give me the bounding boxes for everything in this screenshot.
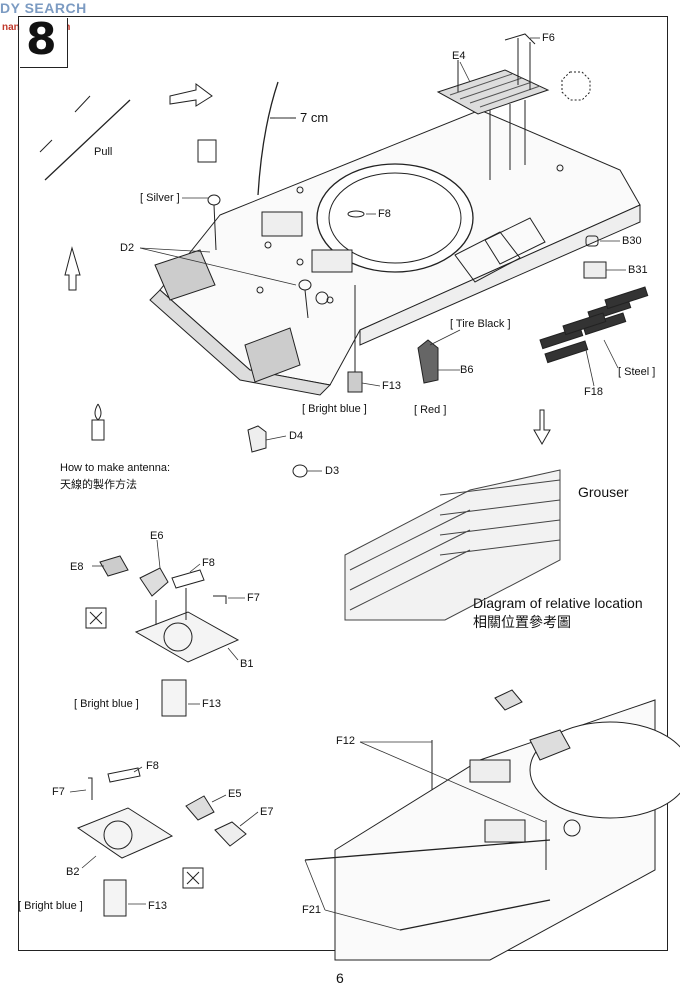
label-antenna-length: 7 cm [300, 110, 329, 125]
label-grouser: Grouser [578, 484, 629, 500]
track-links-f18 [539, 286, 649, 364]
antenna-instruction-en: How to make antenna: [60, 462, 171, 474]
label-f8-low: F8 [146, 760, 159, 772]
label-f8-mid: F8 [202, 557, 215, 569]
label-f21: F21 [302, 904, 321, 916]
diagram-title-zh: 相關位置參考圖 [473, 614, 571, 630]
label-b31: B31 [628, 264, 648, 276]
subassembly-b1 [99, 555, 240, 717]
cut-icon [85, 607, 107, 629]
label-d3: D3 [325, 465, 340, 477]
label-e8: E8 [70, 561, 84, 573]
glue-icon [197, 139, 217, 163]
label-bright-blue-top: [ Bright blue ] [302, 403, 367, 415]
label-f13-top: F13 [382, 380, 401, 392]
grille-e4 [436, 60, 550, 115]
label-f7-mid: F7 [247, 592, 260, 604]
grouser-diagram [344, 469, 561, 621]
part-b6 [417, 339, 439, 384]
subassembly-b2 [76, 767, 247, 917]
label-tire-black: [ Tire Black ] [450, 318, 511, 330]
label-f6: F6 [542, 32, 555, 44]
label-b6: B6 [460, 364, 474, 376]
label-e5: E5 [228, 788, 242, 800]
page-number: 6 [336, 970, 344, 986]
label-b1: B1 [240, 658, 254, 670]
label-e6: E6 [150, 530, 164, 542]
antenna-wire [257, 81, 279, 196]
label-silver: [ Silver ] [140, 192, 180, 204]
diagram-title-en: Diagram of relative location [473, 595, 643, 611]
part-f6 [504, 33, 536, 45]
label-red: [ Red ] [414, 404, 447, 416]
label-bright-blue-mid: [ Bright blue ] [74, 698, 139, 710]
label-f7-low: F7 [52, 786, 65, 798]
label-b2: B2 [66, 866, 80, 878]
label-f13-mid: F13 [202, 698, 221, 710]
candle-icon [91, 403, 105, 441]
label-b30: B30 [622, 235, 642, 247]
label-f13-low: F13 [148, 900, 167, 912]
label-bright-blue-low: [ Bright blue ] [18, 900, 83, 912]
label-f12: F12 [336, 735, 355, 747]
step-box: 8 [20, 14, 68, 68]
label-e4: E4 [452, 50, 466, 62]
label-e7: E7 [260, 806, 274, 818]
label-pull: Pull [94, 146, 113, 158]
label-f18: F18 [584, 386, 603, 398]
step-number: 8 [26, 14, 57, 65]
hull-deck-detail [304, 689, 680, 961]
label-d2: D2 [120, 242, 135, 254]
watermark: DY SEARCH [0, 0, 87, 16]
label-f8-top: F8 [378, 208, 391, 220]
label-d4: D4 [289, 430, 304, 442]
label-steel: [ Steel ] [618, 366, 656, 378]
antenna-instruction-zh: 天線的製作方法 [60, 479, 137, 491]
